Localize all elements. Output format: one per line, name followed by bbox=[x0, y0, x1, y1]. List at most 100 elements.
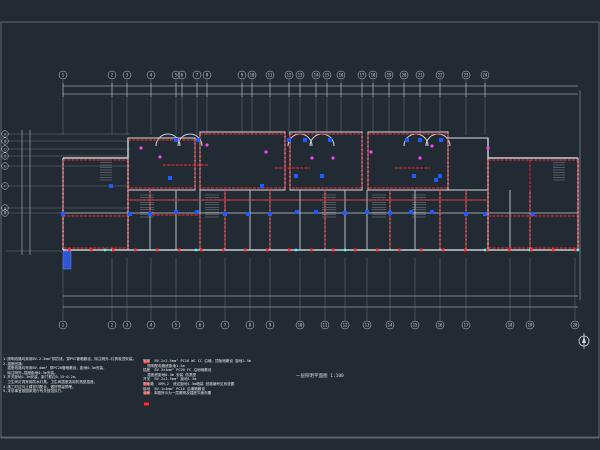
outlet-icon bbox=[112, 248, 115, 252]
fixture-icon bbox=[294, 174, 298, 178]
fixtures-layer bbox=[61, 138, 580, 406]
note-line: 照明 BV-2×2.5mm² PC16 WC CC 沿墙、顶板暗敷设 距地2.5… bbox=[143, 359, 252, 363]
axis-bubble-label: 15 bbox=[413, 323, 418, 328]
note-line: 开关 BV-2×2.5mm² 距地1.3m bbox=[143, 377, 197, 382]
fixture-icon bbox=[109, 184, 113, 188]
fixture-icon bbox=[61, 212, 65, 216]
axis-grid bbox=[6, 80, 581, 320]
fixture-icon bbox=[314, 210, 318, 214]
outlet-icon bbox=[194, 248, 198, 252]
fixture-icon bbox=[223, 212, 227, 216]
outlet-icon bbox=[331, 156, 335, 160]
axis-bubble-label: D bbox=[4, 154, 6, 158]
notes-right: 照明 BV-2×2.5mm² PC16 WC CC 沿墙、顶板暗敷设 距地2.5… bbox=[143, 359, 251, 396]
axis-bubble bbox=[415, 70, 425, 80]
axis-bubble bbox=[295, 70, 305, 80]
axis-bubble-label: 4 bbox=[150, 73, 153, 78]
fixture-icon bbox=[174, 210, 178, 214]
axis-bubble-label: 18 bbox=[508, 323, 513, 328]
fixture-icon bbox=[434, 178, 438, 182]
axis-bubble-label: 15 bbox=[325, 73, 330, 78]
outlet-icon bbox=[442, 248, 445, 252]
note-line: 3.开关距地1.3m安装，距门框边0.15~0.2m。 bbox=[3, 375, 79, 380]
fixture-icon bbox=[412, 174, 416, 178]
note-line: 2.插座回路： bbox=[3, 361, 26, 366]
notes-left: 1.照明线路均采用BV-2.5mm²铜芯线，穿PVC管暗敷设，除注明外—灯具吸顶… bbox=[3, 357, 136, 394]
axis-bubble bbox=[1, 204, 9, 212]
axis-bubble bbox=[1, 130, 9, 138]
axis-bubble bbox=[171, 320, 181, 330]
outlet-icon bbox=[310, 156, 314, 160]
axis-bubble bbox=[480, 70, 490, 80]
axis-bubble-label: C bbox=[4, 147, 6, 151]
axis-bubble-label: 12 bbox=[287, 73, 292, 78]
axis-bubble bbox=[107, 70, 117, 80]
outlet-icon bbox=[332, 248, 335, 252]
axis-bubble bbox=[122, 70, 132, 80]
outlet-icon bbox=[574, 248, 577, 252]
fixture-icon bbox=[128, 212, 132, 216]
fixture-icon bbox=[246, 212, 250, 216]
legend-symbol-icon bbox=[144, 360, 149, 364]
axis-bubble-label: 24 bbox=[483, 73, 488, 78]
axis-bubble-label: F bbox=[4, 184, 6, 188]
fixture-icon bbox=[438, 174, 442, 178]
axis-bubble bbox=[435, 320, 445, 330]
axis-bubble bbox=[146, 320, 156, 330]
axis-bubble bbox=[265, 320, 275, 330]
bay-wall bbox=[155, 133, 181, 147]
axis-bubble bbox=[322, 70, 332, 80]
axis-bubble-label: 10 bbox=[250, 73, 255, 78]
axis-bubble bbox=[461, 70, 471, 80]
axis-bubble-label: 18 bbox=[371, 73, 376, 78]
outlet-icon bbox=[576, 248, 580, 252]
axis-bubble bbox=[1, 152, 9, 160]
axis-bubble bbox=[384, 70, 394, 80]
axis-bubble bbox=[1, 182, 9, 190]
axis-bubble-label: 8 bbox=[249, 323, 252, 328]
axis-bubble-label: B bbox=[4, 139, 6, 143]
axis-bubble bbox=[195, 320, 205, 330]
note-line: 插座底距地0.3m 安装 防溅型 bbox=[143, 372, 197, 377]
note-line: 插座 BV-3×4mm² PC20 FC 沿地暗敷设 bbox=[143, 368, 212, 373]
axis-bubble-label: 3 bbox=[126, 73, 129, 78]
note-line: 照明配电箱底距地1.5m bbox=[143, 363, 185, 368]
axis-bubble bbox=[265, 70, 275, 80]
outlet-icon bbox=[420, 248, 423, 252]
axis-bubble bbox=[122, 320, 132, 330]
axis-bubble-label: 21 bbox=[418, 73, 423, 78]
fixture-icon bbox=[196, 138, 200, 142]
axis-bubble-label: 3 bbox=[126, 323, 129, 328]
axis-bubble bbox=[1, 209, 9, 217]
axis-bubble-label: 10 bbox=[298, 323, 303, 328]
axis-bubble bbox=[320, 320, 330, 330]
axis-bubble-label: A bbox=[4, 132, 7, 136]
axis-bubble-label: 9 bbox=[269, 323, 272, 328]
outlet-icon bbox=[508, 248, 511, 252]
outlet-icon bbox=[68, 248, 71, 252]
fixture-icon bbox=[168, 176, 172, 180]
fixture-icon bbox=[303, 138, 307, 142]
outlet-icon bbox=[369, 150, 373, 154]
axis-bubble-label: 1 bbox=[62, 323, 65, 328]
axis-bubble bbox=[362, 320, 372, 330]
core-wall bbox=[199, 131, 286, 191]
outlet-icon bbox=[134, 248, 137, 252]
fixture-icon bbox=[483, 212, 487, 216]
axis-bubble-label: 17 bbox=[360, 73, 365, 78]
axis-bubble-label: 13 bbox=[365, 323, 370, 328]
core-wall bbox=[289, 131, 363, 191]
axis-bubble bbox=[461, 320, 471, 330]
axis-bubble bbox=[284, 70, 294, 80]
axis-bubble bbox=[505, 320, 515, 330]
note-line: 接地 BV-1×4mm² PC16 沿墙暗敷设 bbox=[143, 386, 205, 391]
outlet-icon bbox=[205, 143, 209, 147]
axis-bubble-label: 6 bbox=[181, 73, 184, 78]
wiring-run bbox=[62, 159, 129, 249]
note-line: 除注明外—插座距地0.3m安装。 bbox=[3, 370, 58, 375]
legend-symbol-icon bbox=[144, 402, 149, 406]
axis-bubble-label: 5 bbox=[175, 323, 178, 328]
note-line: 1.照明线路均采用BV-2.5mm²铜芯线，穿PVC管暗敷设，除注明外—灯具吸顶… bbox=[3, 357, 137, 361]
